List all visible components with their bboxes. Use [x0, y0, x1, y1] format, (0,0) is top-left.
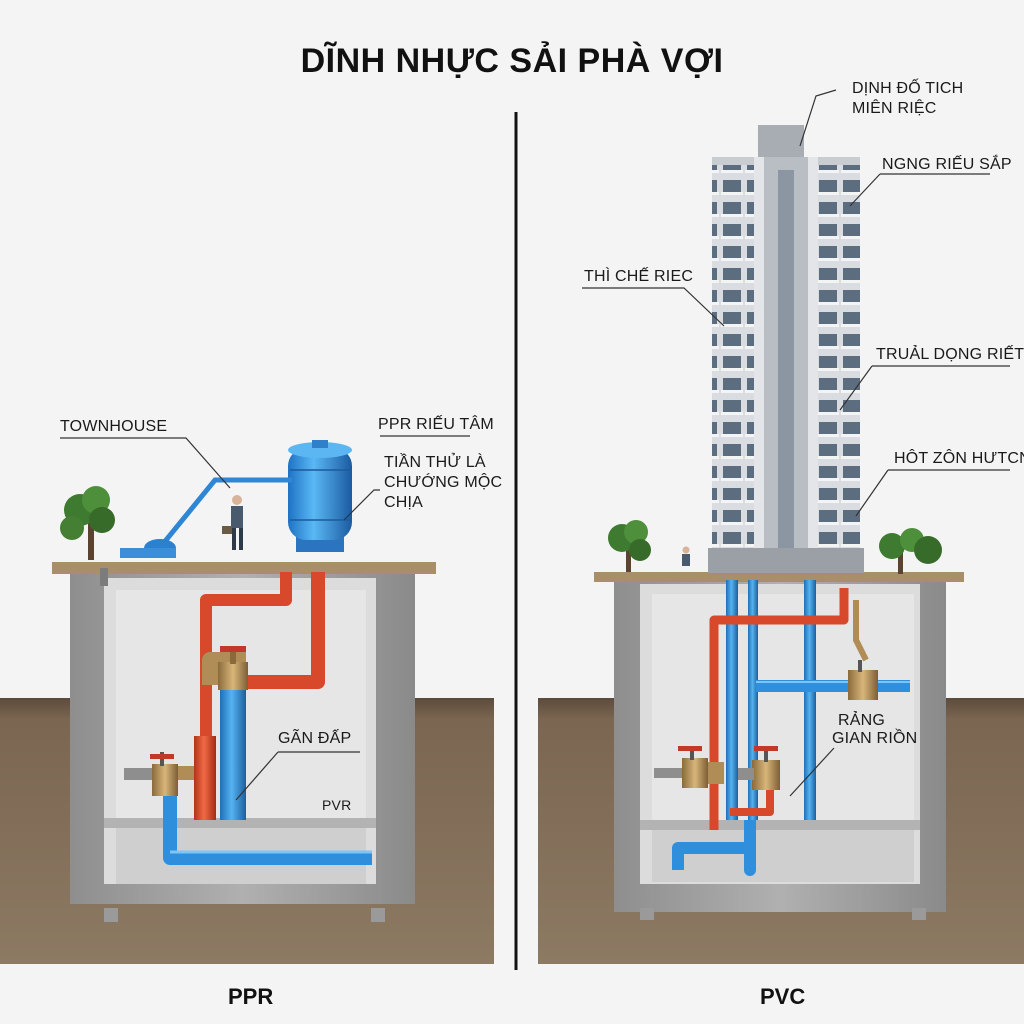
worker-figure	[222, 495, 243, 550]
pump	[120, 539, 176, 558]
ground-slab-right	[594, 572, 964, 582]
blue-pipe-left	[220, 690, 246, 820]
water-tank	[288, 440, 352, 552]
label-top-1: DỊNH ĐỐ TICH	[852, 80, 964, 97]
ground-slab-left	[52, 562, 436, 574]
tree-right-2	[879, 528, 942, 574]
label-top-2: MIÊN RIỆC	[852, 100, 937, 117]
tree-right-1	[608, 520, 651, 572]
label-townhouse: TOWNHOUSE	[60, 418, 168, 435]
right-panel	[538, 89, 1024, 964]
red-pipe-right	[709, 588, 849, 830]
label-low-right: HÔT ZÔN HƯTCN	[894, 450, 1024, 467]
pedestrian	[682, 546, 690, 566]
caption-ppr: PPR	[228, 984, 274, 1009]
floor-slab-left	[104, 818, 376, 828]
label-ppr-tank: PPR RIẾU TÂM	[378, 416, 494, 433]
diagram-title: DĨNH NHỰC SẢI PHÀ VỢI	[300, 42, 724, 80]
label-roof: NGNG RIẾU SẮP	[882, 156, 1012, 173]
label-pvr: PVR	[322, 797, 352, 813]
floor-slab-right	[640, 820, 920, 830]
apartment-tower	[708, 125, 864, 573]
red-pipe-left	[200, 572, 292, 820]
left-panel	[0, 435, 494, 964]
label-mid-right: TRUẢL DỌNG RIẾT	[876, 346, 1024, 363]
blue-riser-1	[726, 580, 738, 820]
label-tank-note-2: CHƯỚNG MỘC	[384, 474, 503, 491]
label-basement-1: RẢNG	[838, 712, 886, 729]
label-tank-note-3: CHỊA	[384, 494, 424, 511]
label-tank-note-1: TIẦN THỬ LÀ	[384, 454, 486, 471]
tree-left	[60, 486, 115, 560]
label-basement-2: GIAN RIỒN	[832, 730, 918, 747]
caption-pvc: PVC	[760, 984, 806, 1009]
label-left-mid: THÌ CHẾ RIEC	[584, 268, 694, 285]
label-pipe: GÃN ĐẤP	[278, 730, 352, 747]
